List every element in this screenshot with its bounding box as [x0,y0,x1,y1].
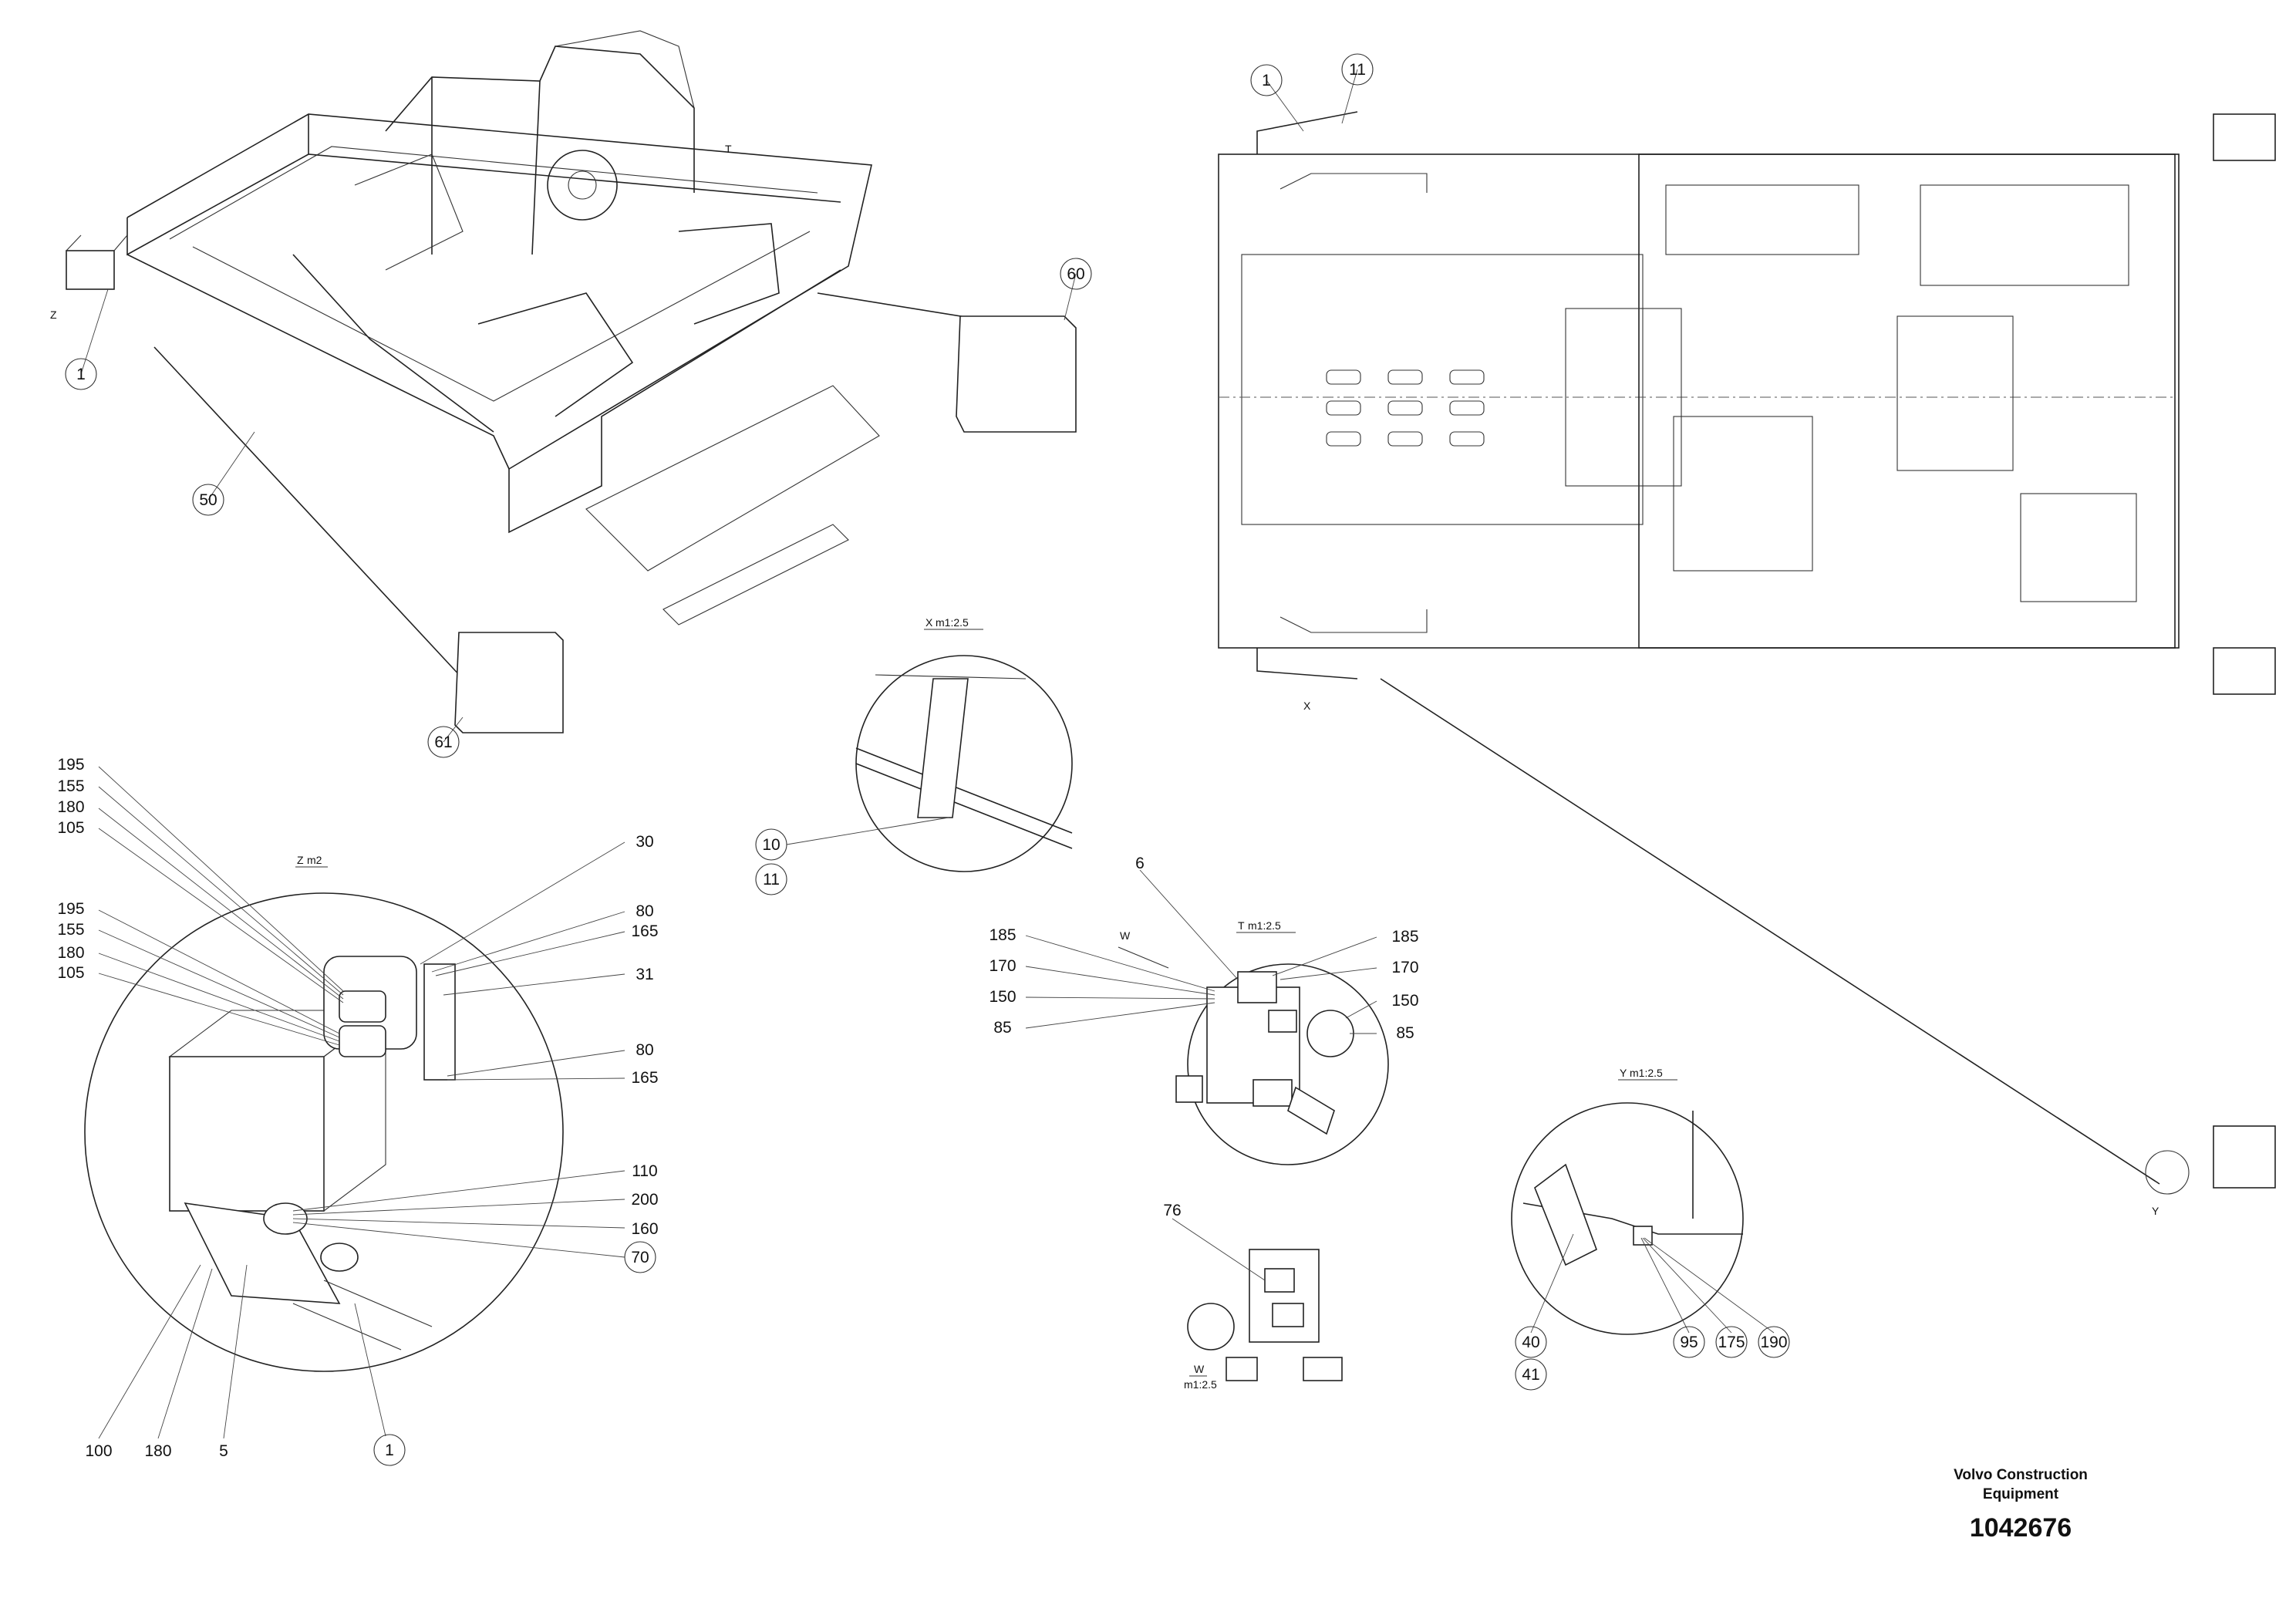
callout-200: 200 [631,1191,658,1209]
view-x-scale: m1:2.5 [936,616,969,629]
drawing-number: 1042676 [1969,1513,2072,1543]
callout-185-tr: 185 [1391,928,1418,946]
callout-170-tr: 170 [1391,959,1418,976]
callout-10: 10 [762,836,780,854]
leader-lines [80,69,1775,1439]
view-w-title: W [1194,1363,1205,1375]
callout-61: 61 [434,733,452,751]
callout-150-tr: 150 [1391,992,1418,1010]
callout-11-x: 11 [763,871,780,889]
detail-w [1187,1249,1343,1381]
callout-76: 76 [1163,1202,1181,1219]
view-w-scale: m1:2.5 [1184,1378,1217,1391]
detail-t [1175,963,1389,1165]
callout-60: 60 [1067,265,1084,283]
callout-50: 50 [199,491,217,509]
callout-labels: 1 11 60 1 50 61 10 11 195 155 180 105 19… [57,61,1787,1460]
callout-180-b: 180 [57,944,84,962]
view-z-scale: m2 [307,854,322,866]
callout-165-b: 165 [631,1069,658,1087]
callout-100: 100 [85,1442,112,1460]
view-z-title: Z [297,854,304,866]
callout-175: 175 [1718,1334,1745,1351]
callout-150-tl: 150 [989,988,1016,1006]
company-name-line1: Volvo Construction [1954,1467,2088,1483]
iso-marker-t: T [725,143,732,155]
plan-pads [1326,369,1485,447]
callout-165-a: 165 [631,922,658,940]
callout-5: 5 [219,1442,228,1460]
view-x-title: X [925,616,933,629]
view-t-scale: m1:2.5 [1248,919,1281,932]
callout-circles [65,53,1790,1466]
callout-1-z: 1 [385,1442,394,1459]
company-name-line2: Equipment [1982,1486,2059,1502]
callout-195-a: 195 [57,756,84,774]
callout-180-a: 180 [57,798,84,816]
view-labels: Z m2 X m1:2.5 T m1:2.5 Y m1:2.5 W m1:2.5… [50,143,2159,1391]
callout-31: 31 [636,966,653,983]
detail-z [84,892,564,1372]
title-block: Volvo Construction Equipment 1042676 [1928,1465,2113,1543]
callout-70: 70 [631,1249,649,1266]
isometric-frame-view [66,30,1077,733]
callout-11-top: 11 [1349,61,1366,79]
view-y-scale: m1:2.5 [1630,1067,1663,1079]
callout-30: 30 [636,833,653,851]
callout-85-tl: 85 [993,1019,1011,1037]
callout-110: 110 [632,1162,657,1180]
callout-95: 95 [1680,1334,1698,1351]
callout-190: 190 [1760,1334,1787,1351]
callout-80-b: 80 [636,1041,653,1059]
callout-160: 160 [631,1220,658,1238]
callout-155-b: 155 [57,921,84,939]
callout-185-tl: 185 [989,926,1016,944]
callout-40: 40 [1522,1334,1539,1351]
plan-marker-y: Y [2152,1205,2159,1217]
arrow-marker-w: W [1120,929,1131,942]
callout-155-a: 155 [57,777,84,795]
callout-195-b: 195 [57,900,84,918]
view-y-title: Y [1620,1067,1627,1079]
callout-105-b: 105 [57,964,84,982]
plan-marker-x: X [1303,700,1311,712]
callout-85-tr: 85 [1396,1024,1414,1042]
iso-marker-z: Z [50,309,57,321]
callout-170-tl: 170 [989,957,1016,975]
callout-105-a: 105 [57,819,84,837]
detail-y [1511,1102,1744,1335]
callout-1-iso: 1 [76,366,86,383]
detail-x [855,655,1073,872]
plan-view [1218,111,2276,1195]
callout-1-top: 1 [1262,72,1271,89]
view-t-title: T [1238,919,1245,932]
callout-6: 6 [1135,855,1145,872]
callout-180-c: 180 [144,1442,171,1460]
callout-41: 41 [1522,1366,1539,1384]
callout-80-a: 80 [636,902,653,920]
